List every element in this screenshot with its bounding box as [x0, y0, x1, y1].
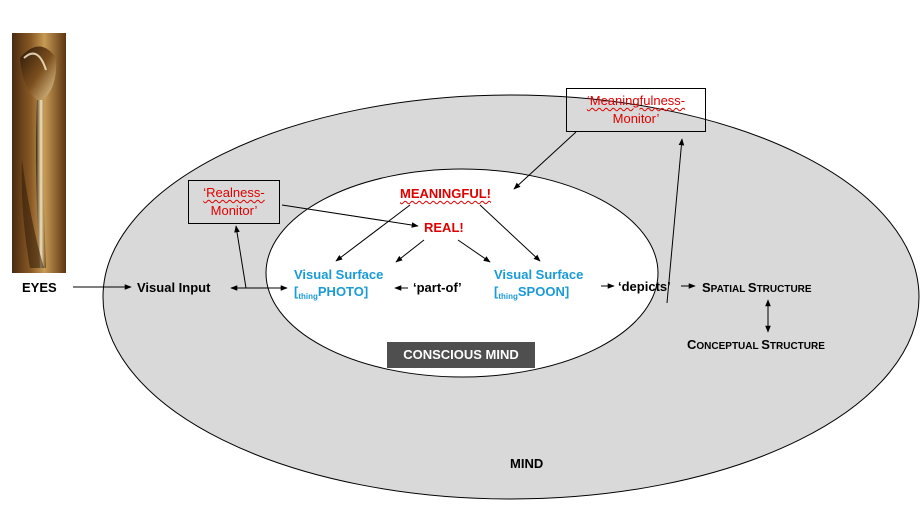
visual-input-label: Visual Input: [137, 280, 211, 295]
sc-letter: S: [761, 337, 770, 352]
arrow-to-realness-monitor: [234, 225, 247, 289]
arrow-real-to-photo: [395, 239, 425, 263]
part-of-label: ‘part-of’: [413, 280, 462, 295]
realness-monitor-line1: ‘Realness-: [203, 185, 265, 200]
depicts-label: ‘depicts’: [618, 279, 671, 294]
spoon-word: SPOON]: [517, 284, 570, 299]
sc-rest: ONCEPTUAL: [696, 341, 762, 352]
meaningfulness-monitor-box: ‘Meaningfulness- Monitor’: [566, 88, 706, 132]
visual-surface-photo-line1: Visual Surface: [294, 267, 384, 282]
sc-letter: S: [747, 280, 757, 295]
mind-label: MIND: [510, 456, 544, 471]
realness-monitor-box: ‘Realness- Monitor’: [188, 180, 280, 224]
visual-surface-spoon-line1: Visual Surface: [494, 267, 584, 282]
real-label: REAL!: [424, 220, 464, 235]
eyes-label: EYES: [22, 280, 57, 295]
visual-surface-photo: Visual Surface [thingPHOTO]: [294, 266, 383, 305]
bracket-open: [: [494, 284, 499, 299]
sc-rest: TRUCTURE: [769, 341, 825, 352]
sc-letter: C: [687, 337, 697, 352]
meaningfulness-monitor-line2: Monitor’: [612, 111, 660, 126]
sc-letter: S: [702, 280, 711, 295]
arrow-meaningful-to-spoon: [479, 204, 541, 262]
conscious-mind-label: CONSCIOUS MIND: [387, 342, 535, 368]
arrow-realness-to-real: [281, 204, 419, 228]
photo-word: PHOTO]: [317, 284, 369, 299]
meaningfulness-monitor-line1: ‘Meaningfulness-: [586, 93, 686, 108]
spoon-photo: [12, 33, 66, 273]
arrow-meaningful-to-photo: [335, 204, 411, 262]
sc-rest: PATIAL: [710, 284, 748, 295]
arrow-meaningfulness-to-meaningful: [513, 131, 577, 190]
arrow-real-to-spoon: [457, 239, 491, 263]
bracket-open: [: [294, 284, 299, 299]
realness-monitor-line2: Monitor’: [210, 203, 258, 218]
conceptual-structure-label: CONCEPTUAL STRUCTURE: [687, 337, 825, 352]
sc-rest: TRUCTURE: [756, 284, 812, 295]
spatial-structure-label: SPATIAL STRUCTURE: [702, 280, 812, 295]
arrow-to-meaningfulness-monitor: [666, 138, 685, 304]
thing-subscript: thing: [298, 292, 318, 301]
thing-subscript: thing: [498, 292, 518, 301]
conscious-mind-ellipse: [265, 168, 659, 378]
visual-surface-spoon: Visual Surface [thingSPOON]: [494, 266, 583, 305]
meaningful-label: MEANINGFUL!: [400, 186, 491, 201]
